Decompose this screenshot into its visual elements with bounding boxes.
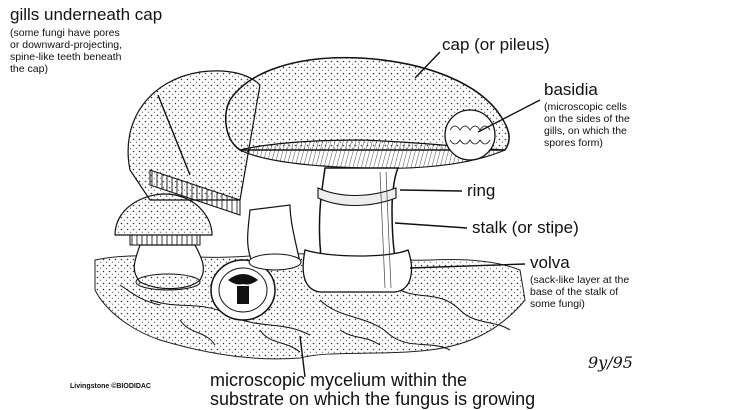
gills-note-line: (some fungi have pores	[10, 27, 122, 39]
gills-note: (some fungi have pores or downward-proje…	[10, 27, 122, 75]
stalk-label: stalk (or stipe)	[472, 219, 579, 237]
volva-label: volva	[530, 254, 570, 272]
mycelium-line: substrate on which the fungus is growing	[210, 390, 535, 409]
volva-note-line: base of the stalk of	[530, 286, 629, 298]
volva-note-line: (sack-like layer at the	[530, 274, 629, 286]
gills-label: gills underneath cap	[10, 6, 162, 24]
gills-note-line: or downward-projecting,	[10, 39, 122, 51]
basidia-note: (microscopic cells on the sides of the g…	[544, 101, 630, 149]
main-cap	[226, 58, 509, 169]
gills-note-line: the cap)	[10, 63, 122, 75]
ring-label: ring	[467, 182, 495, 200]
volva-note: (sack-like layer at the base of the stal…	[530, 274, 629, 310]
credit-text: Livingstone ©BIODIDAC	[70, 383, 151, 390]
volva-note-line: some fungi)	[530, 298, 629, 310]
mycelium-label: microscopic mycelium within the substrat…	[210, 371, 535, 409]
gills-note-line: spine-like teeth beneath	[10, 51, 122, 63]
basidia-note-line: spores form)	[544, 137, 630, 149]
main-stalk	[303, 168, 411, 292]
cap-label: cap (or pileus)	[442, 36, 550, 54]
basidia-note-line: gills, on which the	[544, 125, 630, 137]
basidia-note-line: on the sides of the	[544, 113, 630, 125]
signature: 9y/95	[588, 355, 633, 372]
basidia-label: basidia	[544, 81, 598, 99]
basidia-note-line: (microscopic cells	[544, 101, 630, 113]
mycelium-line: microscopic mycelium within the	[210, 371, 535, 390]
